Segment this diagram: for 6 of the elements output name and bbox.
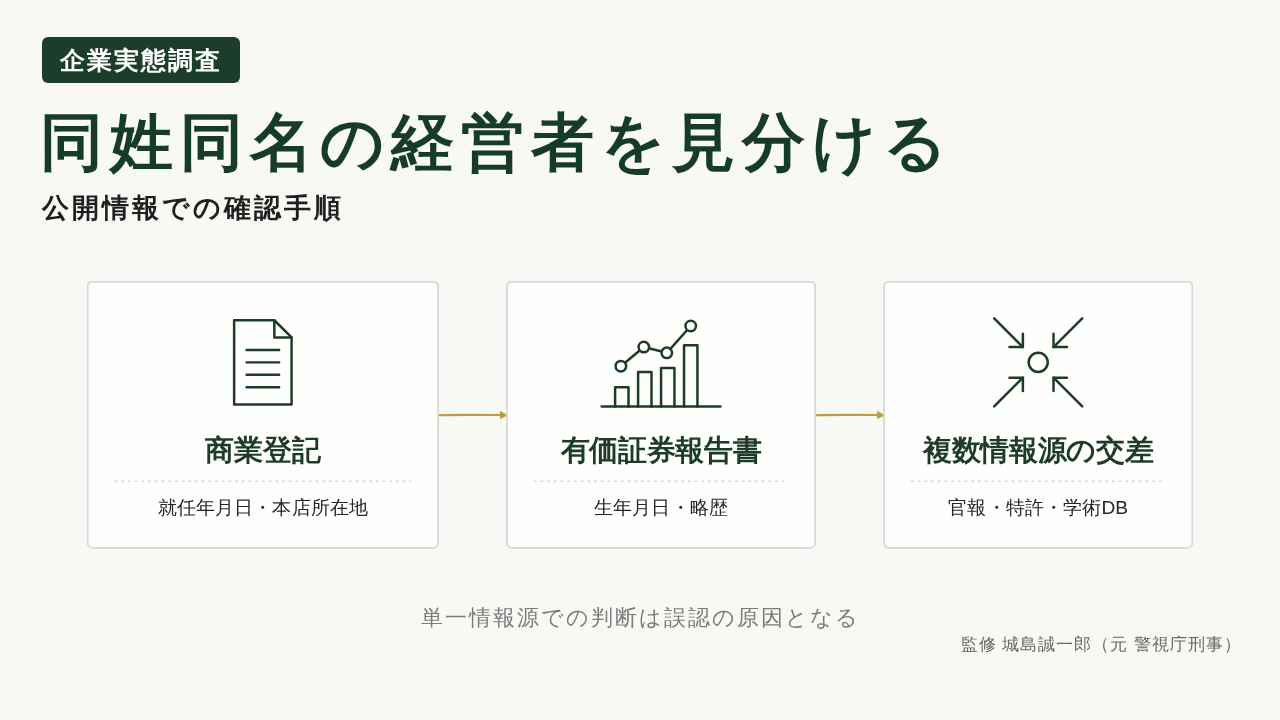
subtitle: 公開情報での確認手順 xyxy=(42,192,344,225)
credit-text: 監修 城島誠一郎（元 警視庁刑事） xyxy=(960,634,1242,656)
title: 同姓同名の経営者を見分ける xyxy=(40,106,954,179)
category-tag: 企業実態調査 xyxy=(42,37,240,83)
note-text: 単一情報源での判断は誤認の原因となる xyxy=(420,604,860,632)
arrow xyxy=(815,410,885,420)
